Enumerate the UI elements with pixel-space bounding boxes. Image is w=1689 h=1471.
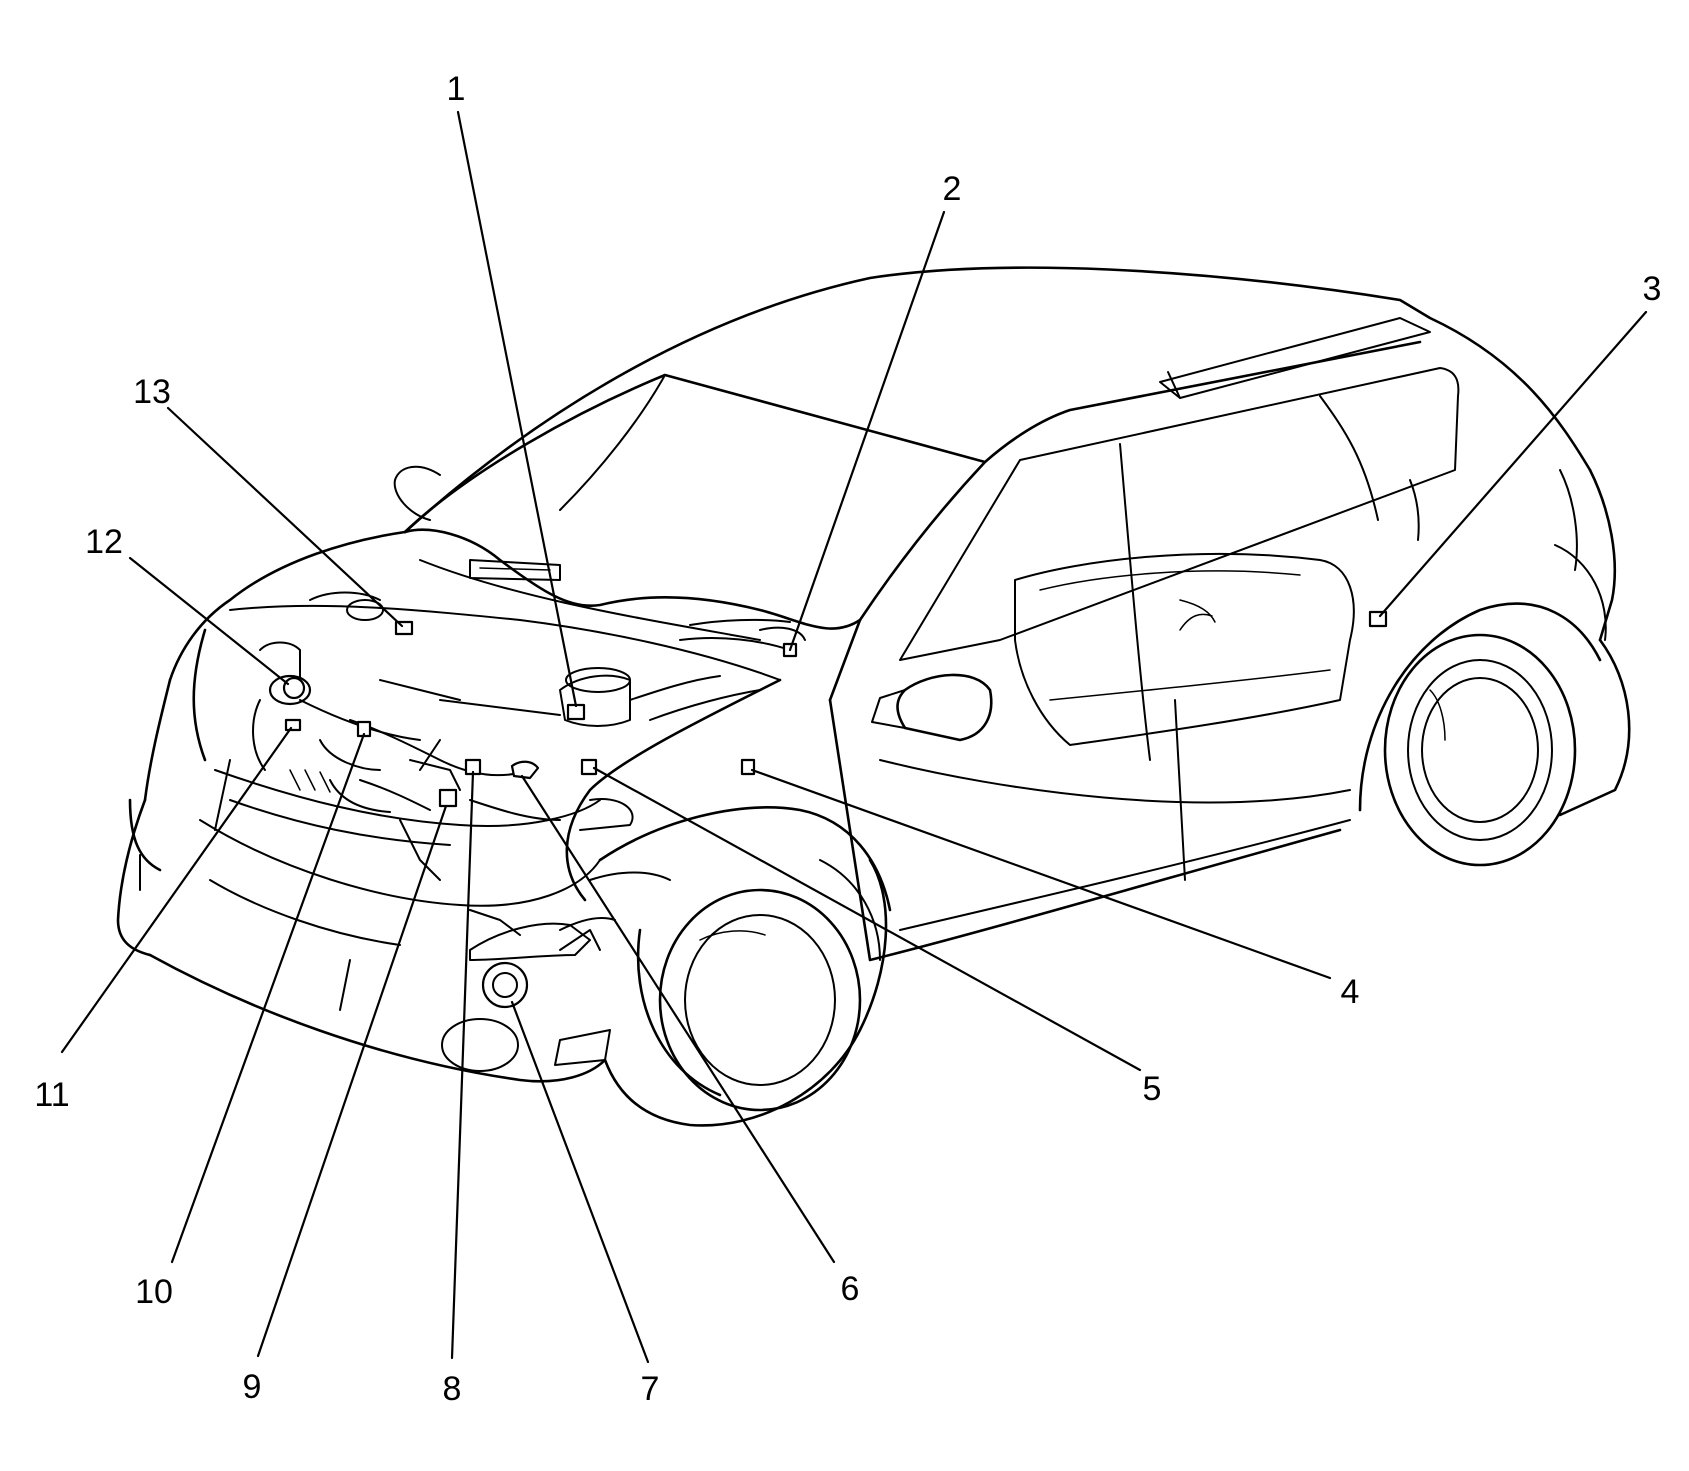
callout-7: 7	[641, 1370, 660, 1408]
callout-9: 9	[243, 1368, 262, 1406]
callout-4: 4	[1341, 973, 1360, 1011]
callout-13: 13	[133, 373, 171, 411]
leader-3	[1378, 310, 1648, 618]
leader-13	[166, 406, 404, 628]
component-5	[580, 758, 598, 776]
component-1	[566, 703, 586, 721]
callout-5: 5	[1143, 1070, 1162, 1108]
leader-2	[788, 210, 946, 652]
callout-10: 10	[135, 1273, 173, 1311]
callout-2: 2	[943, 170, 962, 208]
component-3	[1368, 610, 1388, 628]
vehicle-outline	[116, 266, 1631, 1127]
leader-10	[170, 732, 366, 1264]
leader-11	[60, 726, 293, 1054]
component-4	[740, 758, 756, 776]
leader-8	[450, 770, 475, 1360]
component-11	[284, 718, 302, 732]
component-6	[510, 760, 540, 780]
component-markers	[282, 610, 1388, 1009]
callout-12: 12	[85, 523, 123, 561]
component-9	[438, 788, 458, 808]
leader-7	[510, 1000, 650, 1364]
component-12	[282, 676, 306, 700]
callout-11: 11	[34, 1076, 69, 1114]
callout-labels: 1 2 3 4 5 6 7 8 9 10 11 12 13	[34, 70, 1661, 1408]
leader-4	[750, 768, 1332, 980]
leader-12	[128, 556, 290, 686]
leader-lines	[60, 110, 1648, 1364]
leader-9	[256, 804, 448, 1358]
callout-6: 6	[841, 1270, 860, 1308]
component-7	[481, 961, 529, 1009]
leader-5	[592, 766, 1142, 1072]
callout-3: 3	[1643, 270, 1662, 308]
leader-6	[520, 774, 836, 1264]
callout-8: 8	[443, 1370, 462, 1408]
leader-1	[456, 110, 578, 708]
callout-1: 1	[447, 70, 466, 108]
